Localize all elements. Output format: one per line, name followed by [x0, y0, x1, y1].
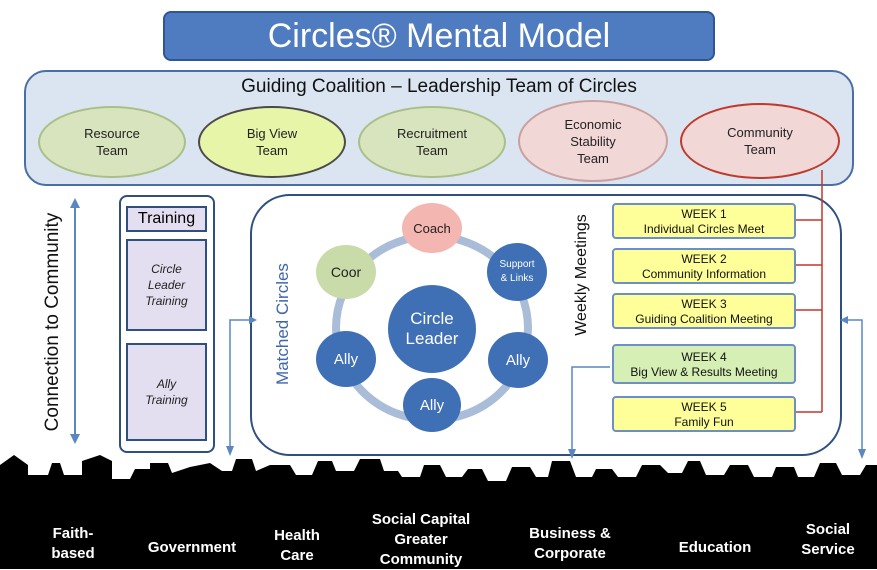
week-2-label: WEEK 2 — [681, 252, 727, 266]
sector-education: Education — [678, 539, 752, 556]
week-3-text: Guiding Coalition Meeting — [635, 312, 773, 326]
week-5-label: WEEK 5 — [681, 400, 727, 414]
right-arrow — [840, 316, 866, 459]
weekly-meetings-label: Weekly Meetings — [573, 214, 590, 336]
support-links-node: Support & Links — [487, 243, 547, 301]
ally-node-left: Ally — [316, 331, 376, 387]
connection-to-community-label: Connection to Community — [42, 212, 63, 432]
week-4-label: WEEK 4 — [681, 350, 727, 364]
sector-faith-based: Faith- based — [51, 525, 95, 562]
week-5-text: Family Fun — [674, 415, 734, 429]
coach-node: Coach — [402, 203, 462, 253]
week-2-box: WEEK 2 Community Information — [612, 248, 796, 284]
vertical-arrow-left — [70, 198, 80, 444]
matched-circles-label: Matched Circles — [273, 263, 292, 385]
week-1-text: Individual Circles Meet — [643, 222, 765, 236]
sector-business-corporate: Business & Corporate — [529, 525, 611, 562]
week-4-text: Big View & Results Meeting — [630, 365, 778, 379]
big-view-team: Big View Team — [198, 106, 346, 178]
ally-node-right: Ally — [488, 332, 548, 388]
week-2-text: Community Information — [641, 267, 767, 281]
week-3-label: WEEK 3 — [681, 297, 727, 311]
sector-social-capital: Social Capital Greater Community — [371, 511, 471, 568]
circle-leader-training: Circle Leader Training — [126, 239, 207, 331]
community-team: Community Team — [680, 103, 840, 179]
recruitment-team: Recruitment Team — [358, 106, 506, 178]
circle-leader-node: Circle Leader — [388, 285, 476, 373]
sector-health-care: Health Care — [274, 527, 320, 564]
community-connector-lines — [796, 170, 823, 413]
coalition-title: Guiding Coalition – Leadership Team of C… — [241, 76, 637, 97]
ally-training: Ally Training — [126, 343, 207, 441]
week-3-box: WEEK 3 Guiding Coalition Meeting — [612, 293, 796, 329]
resource-team: Resource Team — [38, 106, 186, 178]
community-skyline — [0, 455, 877, 569]
sector-social-service: Social Service — [801, 521, 855, 558]
ally-node-bottom: Ally — [403, 378, 461, 432]
training-arrow — [226, 316, 257, 456]
week-4-box: WEEK 4 Big View & Results Meeting — [612, 344, 796, 384]
coor-node: Coor — [316, 245, 376, 299]
week-5-box: WEEK 5 Family Fun — [612, 396, 796, 432]
diagram-title: Circles® Mental Model — [163, 11, 715, 61]
week-1-label: WEEK 1 — [681, 207, 727, 221]
week-1-box: WEEK 1 Individual Circles Meet — [612, 203, 796, 239]
economic-stability-team: Economic Stability Team — [518, 100, 668, 182]
training-header: Training — [126, 206, 207, 232]
week4-arrow — [568, 366, 610, 459]
sector-government: Government — [147, 539, 237, 556]
